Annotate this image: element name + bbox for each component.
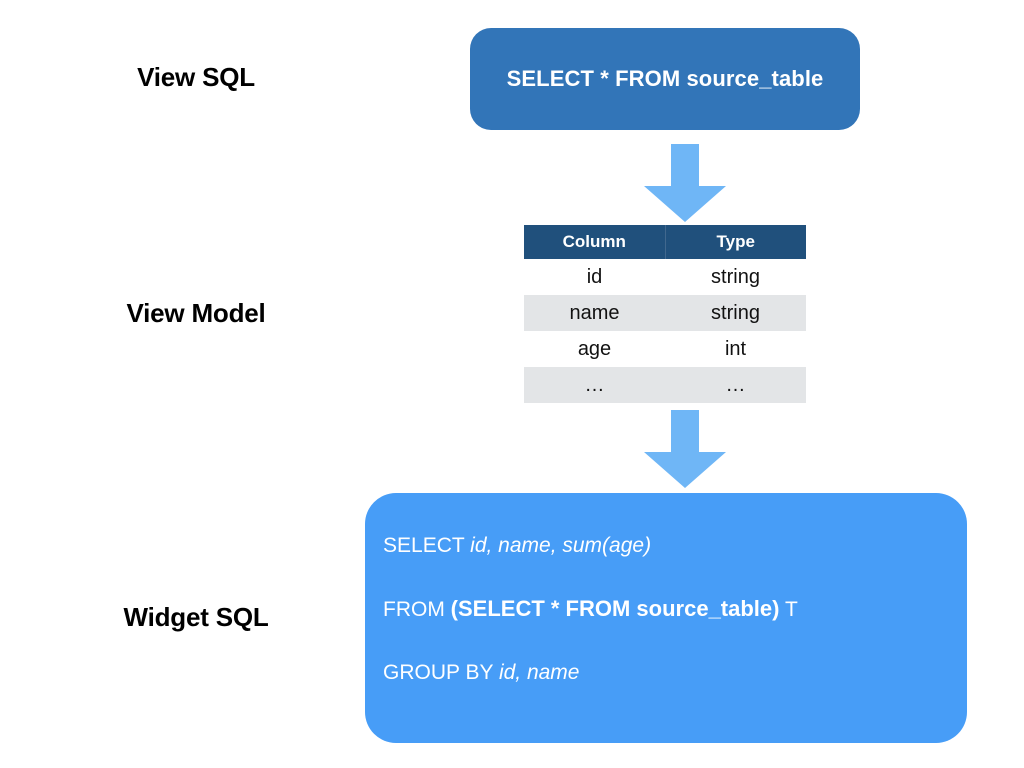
sql-identifiers-select: id, name, sum(age) (470, 534, 652, 557)
view-model-table: Column Type id string name string age in… (524, 225, 806, 403)
table-header-column: Column (524, 225, 666, 259)
table-cell-column: name (524, 295, 665, 331)
table-cell-type: … (665, 367, 806, 403)
sql-keyword-group-by: GROUP BY (383, 661, 499, 684)
sql-nested-subquery: (SELECT * FROM source_table) (450, 596, 780, 621)
arrow-down-icon-view-model-to-widget-sql (644, 410, 726, 488)
view-sql-box: SELECT * FROM source_table (470, 28, 860, 130)
table-row: name string (524, 295, 806, 331)
sql-keyword-from: FROM (383, 598, 451, 621)
table-cell-type: int (665, 331, 806, 367)
sql-identifiers-group-by: id, name (498, 661, 580, 684)
table-row: age int (524, 331, 806, 367)
sql-alias-t: T (779, 598, 798, 621)
table-cell-type: string (665, 259, 806, 295)
table-cell-type: string (665, 295, 806, 331)
stage-label-view-sql: View SQL (137, 62, 255, 92)
stage-label-view-model: View Model (126, 298, 266, 328)
table-row: … … (524, 367, 806, 403)
table-row: id string (524, 259, 806, 295)
widget-sql-line-group-by: GROUP BY id, name (379, 662, 967, 683)
table-header-type: Type (665, 225, 806, 259)
table-cell-column: id (524, 259, 665, 295)
widget-sql-line-select: SELECT id, name, sum(age) (379, 535, 967, 556)
stage-label-widget-sql: Widget SQL (123, 602, 269, 632)
view-sql-text: SELECT * FROM source_table (506, 66, 824, 91)
table-cell-column: age (524, 331, 665, 367)
widget-sql-box: SELECT id, name, sum(age) FROM (SELECT *… (365, 493, 967, 743)
widget-sql-line-from: FROM (SELECT * FROM source_table) T (379, 596, 967, 621)
table-cell-column: … (524, 367, 665, 403)
sql-keyword-select: SELECT (383, 534, 471, 557)
table-header-row: Column Type (524, 225, 806, 259)
arrow-down-icon-view-sql-to-view-model (644, 144, 726, 222)
